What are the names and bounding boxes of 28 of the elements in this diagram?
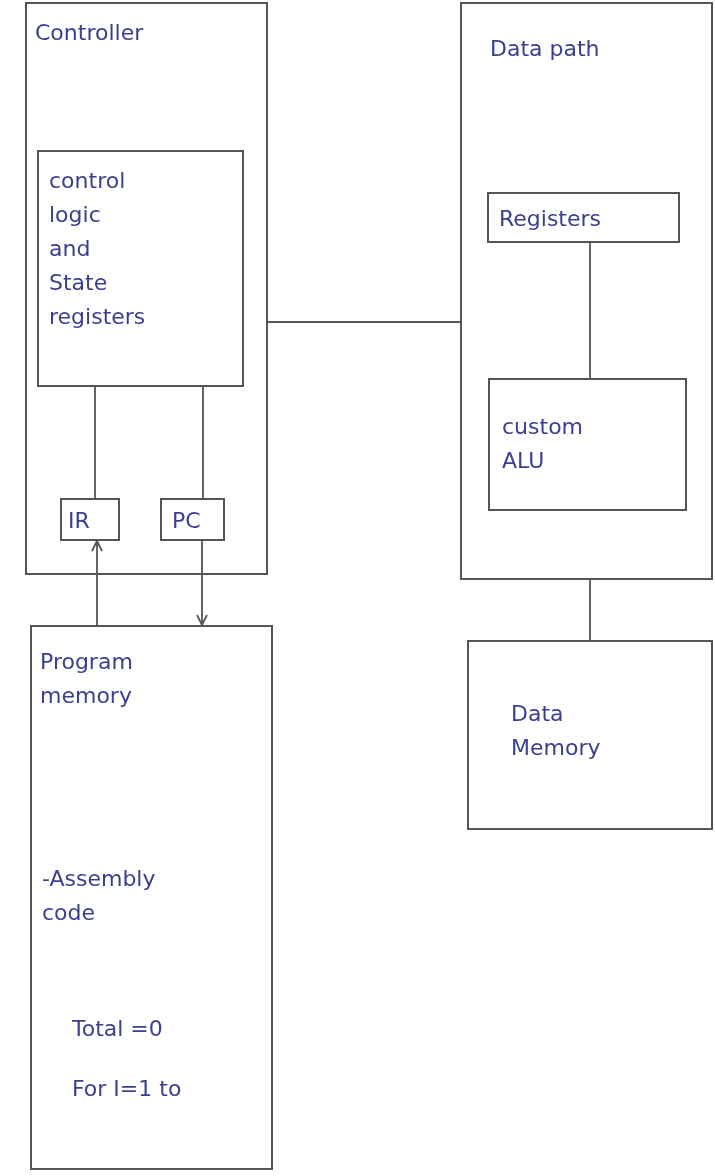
- connector-line: [94, 386, 96, 499]
- inner-block-box: [60, 498, 120, 541]
- block-box: [460, 2, 713, 580]
- code-line: Total =0: [72, 1015, 163, 1043]
- block-box: [30, 625, 273, 1170]
- block-label: Data path: [490, 35, 600, 63]
- block-label: Data Memory: [511, 700, 601, 763]
- inner-block-box: [488, 378, 687, 511]
- block-text: -Assembly code: [42, 865, 157, 928]
- block-label: Registers: [499, 205, 602, 233]
- block-title: Program memory: [40, 648, 133, 711]
- connector-line: [589, 242, 591, 379]
- block-box: [467, 640, 713, 830]
- block-label: control logic and State registers: [49, 167, 146, 332]
- inner-block-box: [160, 498, 225, 541]
- connector-line: [589, 579, 591, 641]
- arrow: [196, 540, 208, 626]
- connector-line: [202, 386, 204, 499]
- block-label: custom ALU: [502, 413, 584, 476]
- block-label: PC: [172, 507, 201, 535]
- connector-line: [267, 321, 461, 323]
- inner-block-box: [487, 192, 680, 243]
- block-label: IR: [68, 507, 90, 535]
- block-box: [25, 2, 268, 575]
- block-label: Controller: [35, 19, 144, 47]
- code-line: For I=1 to: [72, 1075, 182, 1103]
- arrow: [91, 540, 103, 626]
- inner-block-box: [37, 150, 244, 387]
